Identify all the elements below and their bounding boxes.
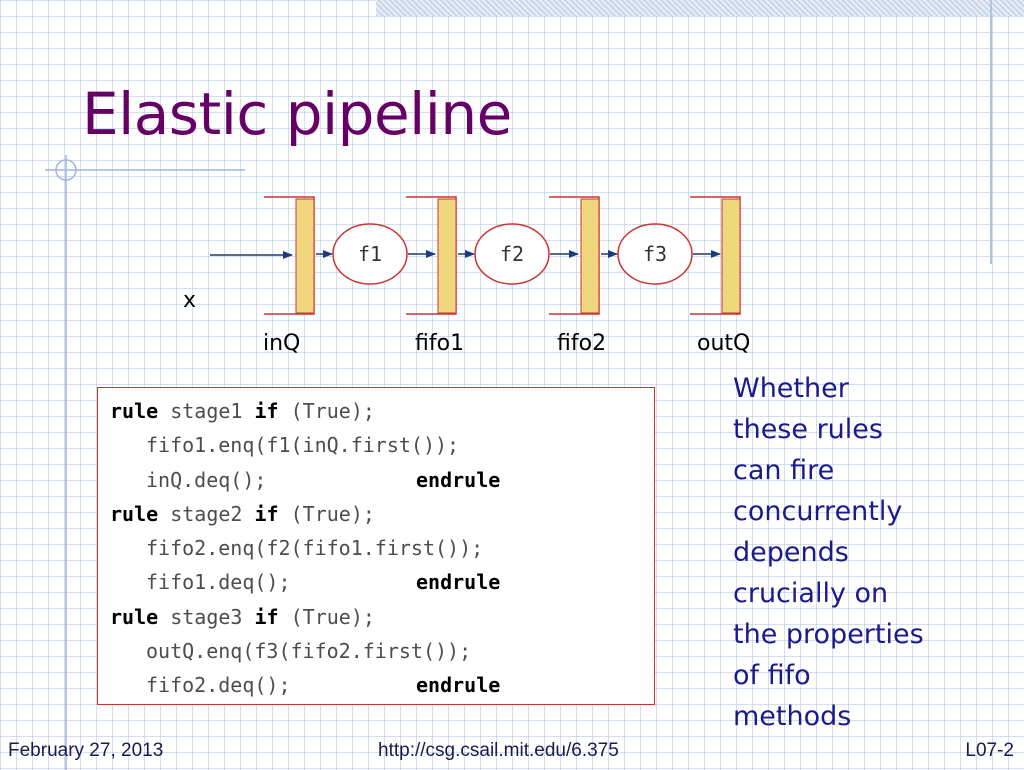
fifo-inQ (264, 196, 315, 315)
code-line: outQ.enq(f3(fifo2.first()); (146, 639, 472, 664)
code-line: fifo1.deq();endrule (146, 570, 501, 595)
footer-url: http://csg.csail.mit.edu/6.375 (378, 740, 619, 761)
title-underline-decoration (45, 155, 245, 770)
function-label-f3: f3 (643, 242, 667, 266)
footer-date: February 27, 2013 (8, 740, 164, 761)
fifo-label-outQ: outQ (697, 331, 750, 356)
function-label-f2: f2 (500, 242, 524, 266)
side-note: Whether these rules can fire concurrentl… (733, 373, 924, 732)
code-line: fifo2.enq(f2(fifo1.first()); (146, 536, 484, 561)
fifo-fifo1 (406, 196, 457, 315)
function-label-f1: f1 (358, 242, 382, 266)
footer-slide-number: L07-2 (965, 740, 1014, 761)
fifo-label-fifo1: fifo1 (415, 331, 464, 356)
code-line: rule stage1 if (True); (110, 399, 375, 423)
code-block: rule stage1 if (True); fifo1.enq(f1(inQ.… (97, 387, 655, 705)
fifo-fifo2 (549, 196, 600, 315)
function-f1 (332, 223, 408, 285)
fifo-outQ (690, 196, 741, 315)
function-f3 (617, 223, 693, 285)
slide-title: Elastic pipeline (82, 80, 512, 148)
code-line: fifo1.enq(f1(inQ.first()); (146, 433, 460, 458)
code-line: rule stage2 if (True); (110, 501, 375, 526)
code-line: rule stage3 if (True); (110, 604, 375, 629)
top-decorative-band (376, 0, 1024, 16)
fifo-label-fifo2: fifo2 (557, 331, 606, 356)
right-decorative-line (990, 0, 992, 264)
code-line: fifo2.deq();endrule (146, 673, 501, 698)
code-line: inQ.deq();endrule (146, 467, 501, 492)
fifo-label-inQ: inQ (263, 331, 300, 356)
function-f2 (474, 223, 550, 285)
